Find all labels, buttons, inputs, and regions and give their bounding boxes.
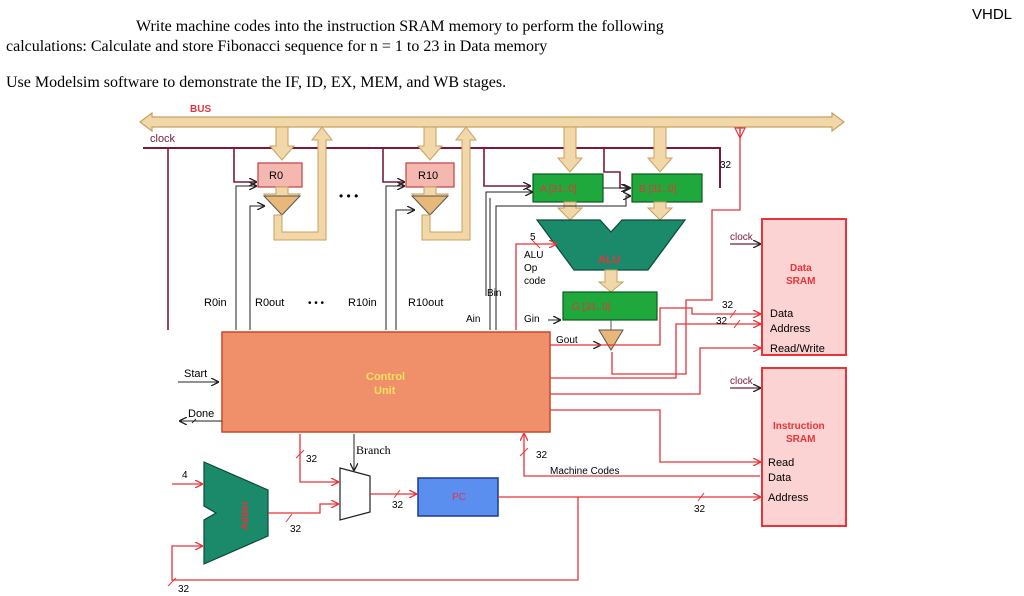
control-unit-label-1: Control	[366, 371, 405, 383]
adder-out-width: 32	[290, 524, 302, 535]
r10in-label: R10in	[348, 297, 377, 309]
instr-data-port-label: Data	[768, 472, 792, 484]
bus-width-32: 32	[720, 160, 732, 171]
instr-sram-label-2: SRAM	[786, 434, 815, 445]
data-sram-label-1: Data	[790, 263, 812, 274]
instruction-line-3: Use Modelsim software to demonstrate the…	[6, 74, 507, 91]
instruction-sram	[761, 367, 847, 527]
r0out-label: R0out	[255, 297, 284, 309]
alu-op-label-1: ALU	[524, 250, 543, 261]
gin-label: Gin	[524, 314, 540, 325]
r10-tristate	[410, 195, 450, 216]
done-label: Done	[188, 408, 214, 420]
address-port-label: Address	[770, 323, 811, 335]
rw-port-label: Read/Write	[770, 343, 825, 355]
r10-label: R10	[418, 170, 438, 182]
machine-codes-label: Machine Codes	[550, 466, 619, 477]
start-label: Start	[184, 368, 207, 380]
reg-a-label: A [31..0]	[540, 184, 577, 195]
adder-const-4: 4	[182, 470, 188, 481]
clock-label-data-sram: clock	[730, 232, 754, 243]
data-sram	[761, 218, 847, 356]
gout-label: Gout	[556, 335, 578, 346]
control-unit	[221, 331, 551, 433]
feedback-width: 32	[178, 584, 190, 595]
adder-label: Adder	[240, 501, 251, 530]
control-dots: • • •	[308, 298, 325, 309]
g-tristate	[598, 320, 624, 351]
ain-label: Ain	[466, 314, 480, 325]
adder	[203, 461, 269, 565]
bin-label: Bin	[487, 288, 501, 299]
pc-mux	[339, 467, 371, 521]
r0-label: R0	[269, 170, 283, 182]
main-bus	[139, 111, 845, 133]
read-port-label: Read	[768, 457, 794, 469]
mux-out-width: 32	[392, 500, 404, 511]
instr-sram-label-1: Instruction	[773, 421, 825, 432]
alu-op-label-2: Op	[524, 263, 538, 274]
r0in-label: R0in	[204, 297, 227, 309]
data-port-label: Data	[770, 308, 794, 320]
reg-b-label: B [31..0]	[639, 184, 676, 195]
pc-address-width: 32	[694, 504, 706, 515]
data-width-2: 32	[716, 316, 728, 327]
register-b	[631, 173, 703, 203]
alu	[535, 219, 687, 271]
machine-codes-width: 32	[536, 450, 548, 461]
reg-g-label: G [31..0]	[572, 302, 611, 313]
program-counter	[417, 477, 499, 517]
control-unit-label-2: Unit	[374, 385, 396, 397]
branch-target-width: 32	[306, 454, 318, 465]
vhdl-tag: VHDL	[972, 6, 1013, 23]
data-sram-label-2: SRAM	[786, 276, 815, 287]
branch-label: Branch	[356, 443, 391, 457]
bus-label: BUS	[190, 104, 211, 115]
instruction-line-1: Write machine codes into the instruction…	[136, 18, 664, 35]
r10out-label: R10out	[408, 297, 443, 309]
alu-op-label-3: code	[524, 276, 546, 287]
register-dots: • • •	[339, 189, 358, 203]
alu-label: ALU	[598, 254, 621, 266]
register-r10	[405, 162, 455, 188]
clock-label-main: clock	[150, 133, 176, 145]
clock-label-instr-sram: clock	[730, 376, 754, 387]
register-g	[562, 291, 658, 321]
instr-address-port-label: Address	[768, 492, 809, 504]
instruction-line-2: calculations: Calculate and store Fibona…	[6, 38, 548, 55]
alu-op-width: 5	[530, 232, 536, 243]
data-width-1: 32	[722, 300, 734, 311]
pc-label: PC	[452, 492, 466, 503]
r0-tristate	[262, 195, 302, 216]
